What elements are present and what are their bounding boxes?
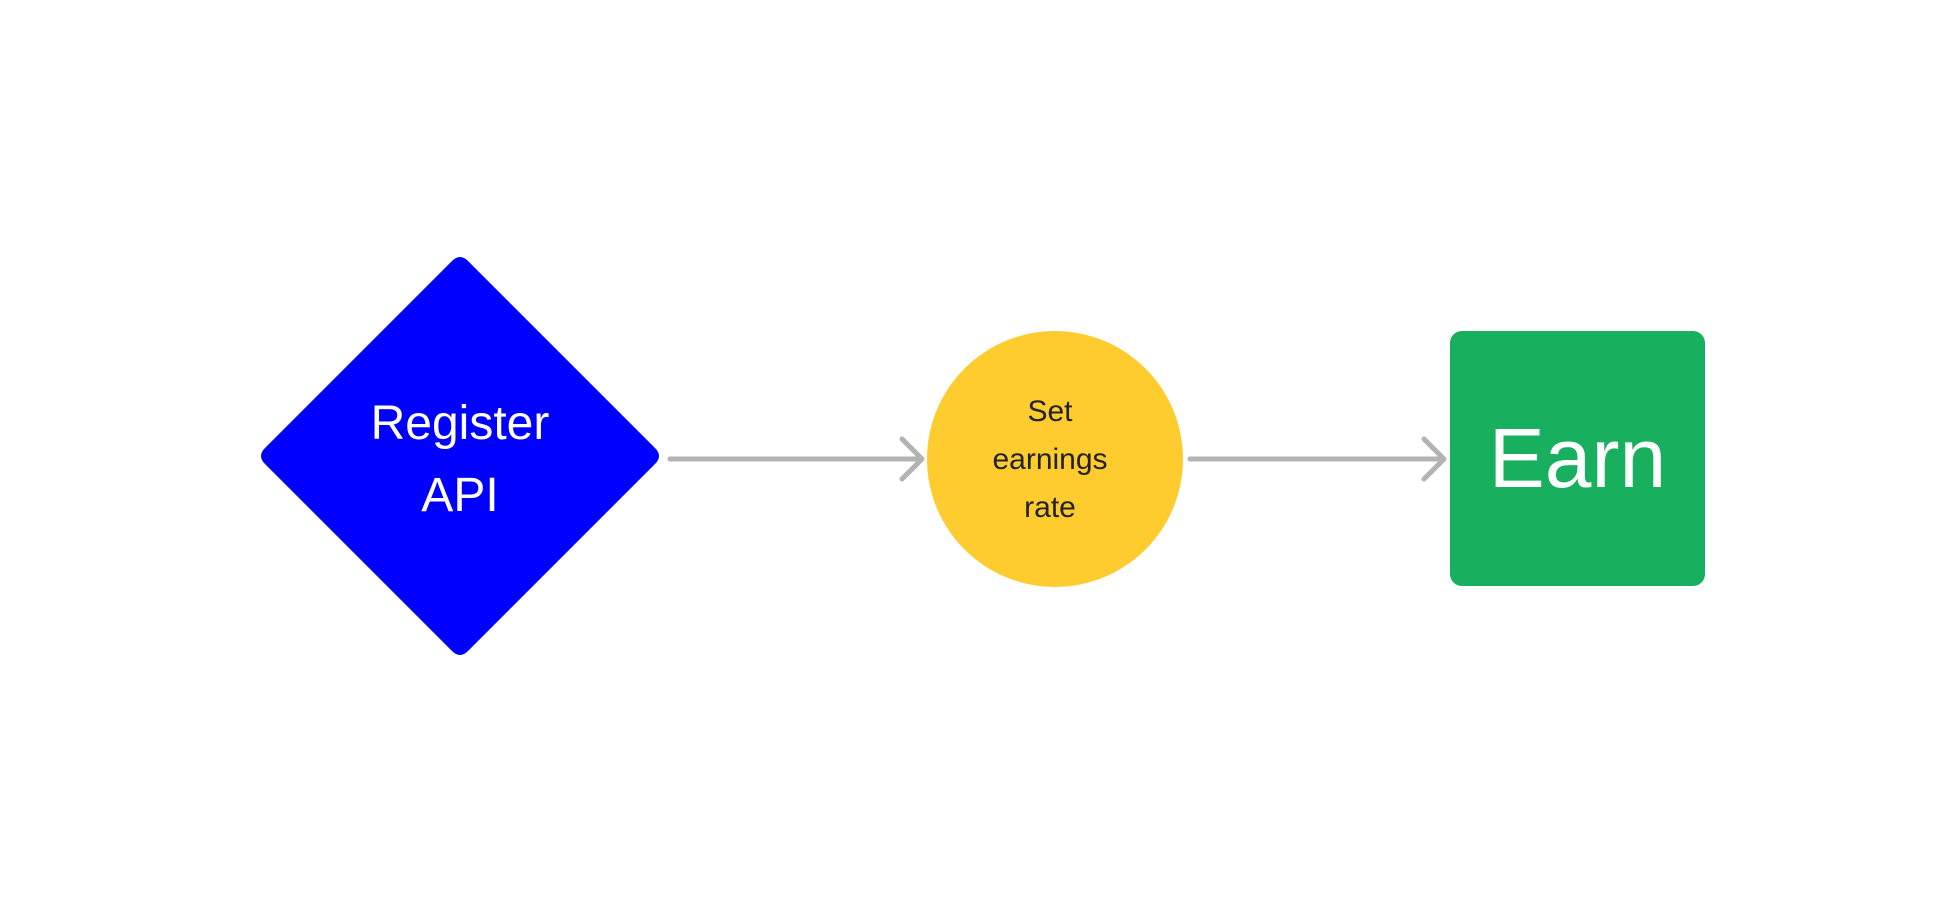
earn-label: Earn bbox=[1488, 410, 1667, 505]
set-earnings-rate-label: Set earnings rate bbox=[992, 395, 1108, 524]
register-api-label: Register API bbox=[370, 397, 550, 522]
arrowhead-icon bbox=[899, 436, 925, 482]
arrowhead-icon bbox=[1421, 436, 1447, 482]
arrow-register-to-rate bbox=[667, 436, 925, 482]
earn-square[interactable] bbox=[1450, 331, 1705, 586]
register-api-diamond[interactable] bbox=[261, 257, 659, 655]
arrow-rate-to-earn bbox=[1187, 436, 1447, 482]
set-earnings-rate-circle[interactable] bbox=[927, 331, 1183, 587]
